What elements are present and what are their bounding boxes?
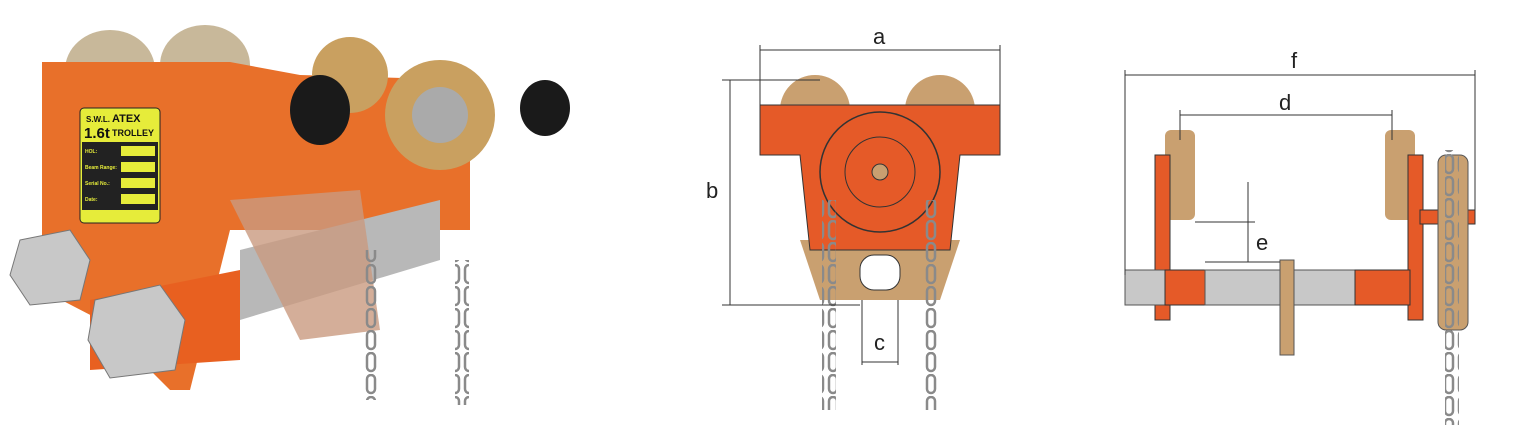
plate-field: Beam Range: bbox=[85, 165, 117, 171]
dimension-label-b: b bbox=[706, 178, 718, 203]
swl-caption: S.W.L. bbox=[86, 115, 110, 124]
trolley-photo: S.W.L. 1.6t ATEX TROLLEY HOL: Beam Range… bbox=[9, 25, 570, 405]
front-view-diagram: a b c bbox=[706, 24, 1001, 410]
plate-write-box bbox=[121, 162, 155, 172]
plate-title-2: TROLLEY bbox=[112, 128, 154, 138]
plate-write-box bbox=[121, 194, 155, 204]
dimension-label-d: d bbox=[1279, 90, 1291, 115]
dimension-lines bbox=[1124, 70, 1476, 275]
plate-field: HOL: bbox=[85, 149, 98, 155]
plate-write-box bbox=[121, 146, 155, 156]
dimension-label-a: a bbox=[873, 24, 886, 49]
plate-write-box bbox=[121, 178, 155, 188]
dimension-label-c: c bbox=[874, 330, 885, 355]
plate-field: Serial No.: bbox=[85, 181, 110, 187]
plate-field: Date: bbox=[85, 197, 98, 203]
capacity-text: 1.6t bbox=[84, 125, 110, 142]
plate-title-1: ATEX bbox=[112, 113, 141, 125]
dimension-label-e: e bbox=[1256, 230, 1268, 255]
dimension-lines bbox=[722, 45, 1001, 365]
dimension-label-f: f bbox=[1291, 48, 1298, 73]
side-view-diagram: f d e bbox=[1124, 48, 1476, 425]
